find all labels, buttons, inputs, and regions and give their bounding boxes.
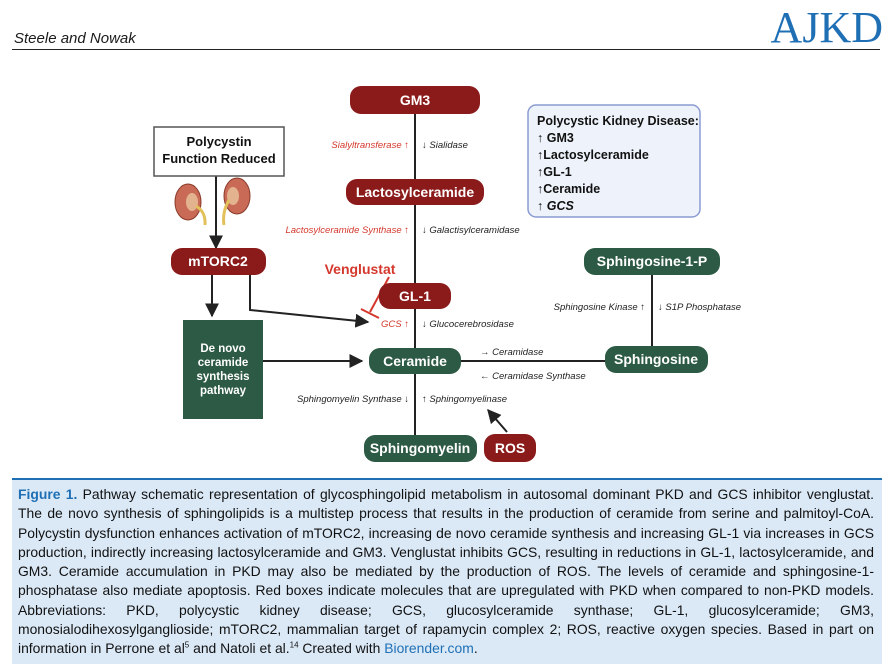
node-sphingomyelin: Sphingomyelin bbox=[364, 435, 477, 462]
running-header-authors: Steele and Nowak bbox=[14, 30, 136, 47]
journal-logo: AJKD bbox=[770, 3, 883, 52]
biorender-link[interactable]: Biorender.com bbox=[384, 640, 474, 657]
node-gl1-label: GL-1 bbox=[399, 288, 431, 304]
kidney-icon bbox=[174, 177, 251, 226]
node-sphingosine-1-p: Sphingosine-1-P bbox=[584, 248, 720, 275]
enzyme-s1p-phosphatase: ↓ S1P Phosphatase bbox=[658, 302, 741, 313]
polycystin-label-line1: Polycystin bbox=[186, 134, 251, 149]
enzyme-galactosylceramidase: ↓ Galactisylceramidase bbox=[422, 225, 520, 236]
caption-text: Pathway schematic representation of glyc… bbox=[18, 486, 875, 657]
enzyme-sphingosine-kinase: Sphingosine Kinase ↑ bbox=[554, 302, 645, 313]
enzyme-glucocerebrosidase: ↓ Glucocerebrosidase bbox=[422, 319, 514, 330]
denovo-label-line3: synthesis bbox=[196, 371, 249, 383]
enzyme-sphingomyelin-synthase: Sphingomyelin Synthase ↓ bbox=[297, 394, 409, 405]
caption-text-2: and Natoli et al. bbox=[189, 640, 290, 657]
enzyme-sialidase: ↓ Sialidase bbox=[422, 140, 468, 151]
pkd-item-ceramide: ↑Ceramide bbox=[537, 182, 600, 196]
node-denovo-pathway: De novo ceramide synthesis pathway bbox=[183, 320, 263, 419]
polycystin-box: Polycystin Function Reduced bbox=[153, 126, 285, 177]
pkd-item-lactosylceramide: ↑Lactosylceramide bbox=[537, 148, 649, 162]
pathway-diagram: Polycystin Function Reduced GM3 Lactosyl… bbox=[153, 86, 741, 462]
denovo-label-line4: pathway bbox=[200, 385, 247, 397]
header-divider bbox=[12, 49, 880, 50]
node-ceramide: Ceramide bbox=[369, 348, 461, 374]
pkd-item-gl1: ↑GL-1 bbox=[537, 165, 572, 179]
denovo-label-line1: De novo bbox=[200, 343, 245, 355]
node-ros: ROS bbox=[484, 434, 536, 462]
page-header: Steele and Nowak AJKD bbox=[0, 0, 893, 50]
node-mtorc2-label: mTORC2 bbox=[188, 253, 248, 269]
enzyme-lactosylceramide-synthase: Lactosylceramide Synthase ↑ bbox=[285, 225, 409, 236]
enzyme-gcs: GCS ↑ bbox=[381, 319, 409, 330]
node-gm3-label: GM3 bbox=[400, 92, 431, 108]
node-lactosylceramide-label: Lactosylceramide bbox=[356, 184, 474, 200]
pkd-summary-box: Polycystic Kidney Disease: ↑ GM3 ↑Lactos… bbox=[527, 104, 701, 218]
node-lactosylceramide: Lactosylceramide bbox=[346, 179, 484, 205]
node-ros-label: ROS bbox=[495, 440, 525, 456]
node-sphingosine-1-p-label: Sphingosine-1-P bbox=[597, 253, 707, 269]
caption-ref-5[interactable]: 5 bbox=[184, 640, 190, 650]
node-mtorc2: mTORC2 bbox=[171, 248, 266, 275]
venglustat-label: Venglustat bbox=[325, 261, 396, 277]
caption-text-3: Created with bbox=[298, 640, 385, 657]
enzyme-sphingomyelinase: ↑ Sphingomyelinase bbox=[422, 394, 507, 405]
pkd-box-title: Polycystic Kidney Disease: bbox=[537, 114, 699, 128]
polycystin-label-line2: Function Reduced bbox=[162, 151, 275, 166]
denovo-label-line2: ceramide bbox=[198, 357, 249, 369]
caption-ref-14[interactable]: 14 bbox=[289, 640, 299, 650]
enzyme-ceramidase-synthase: ← Ceramidase Synthase bbox=[480, 371, 586, 382]
node-sphingosine-label: Sphingosine bbox=[614, 351, 698, 367]
caption-text-4: . bbox=[473, 640, 478, 657]
node-ceramide-label: Ceramide bbox=[383, 353, 447, 369]
node-gm3: GM3 bbox=[350, 86, 480, 114]
caption-label: Figure 1. bbox=[18, 486, 78, 502]
enzyme-sialyltransferase: Sialyltransferase ↑ bbox=[331, 140, 409, 151]
connector-lines bbox=[205, 114, 653, 438]
enzyme-ceramidase: → Ceramidase bbox=[480, 347, 543, 358]
pkd-item-gm3: ↑ GM3 bbox=[537, 131, 574, 145]
figure-caption: Figure 1. Pathway schematic representati… bbox=[12, 478, 882, 664]
node-sphingomyelin-label: Sphingomyelin bbox=[370, 440, 470, 456]
pkd-item-gcs: ↑ GCS bbox=[537, 199, 574, 213]
node-gl1: GL-1 bbox=[379, 283, 451, 309]
node-sphingosine: Sphingosine bbox=[605, 346, 708, 373]
